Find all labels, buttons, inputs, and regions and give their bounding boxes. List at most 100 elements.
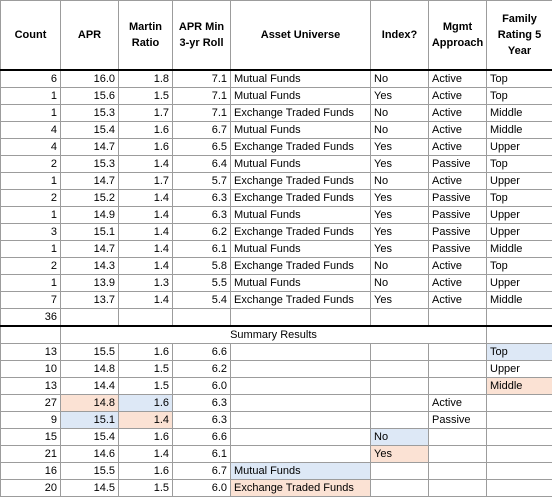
apr-cell: 15.5 [60, 462, 119, 480]
apr-cell: 13.9 [60, 274, 119, 292]
apr-min-roll-cell: 6.3 [172, 394, 231, 412]
apr-min-roll-cell: 5.8 [172, 257, 231, 275]
apr-cell: 14.6 [60, 445, 119, 463]
header-asset-universe: Asset Universe [230, 0, 371, 71]
apr-min-roll-cell: 6.6 [172, 428, 231, 446]
index-cell: Yes [370, 223, 429, 241]
martin-ratio-cell: 1.5 [118, 87, 173, 105]
summary-title: Summary Results [60, 325, 487, 344]
apr-cell: 15.5 [60, 343, 119, 361]
family-rating-cell: Middle [486, 291, 552, 309]
mgmt-approach-cell: Active [428, 69, 487, 88]
apr-cell: 13.7 [60, 291, 119, 309]
martin-ratio-cell: 1.6 [118, 428, 173, 446]
count-cell: 3 [0, 223, 61, 241]
asset-universe-cell: Mutual Funds [230, 206, 371, 224]
count-cell: 21 [0, 445, 61, 463]
apr-min-roll-cell: 6.6 [172, 343, 231, 361]
apr-cell: 15.6 [60, 87, 119, 105]
family-rating-cell: Top [486, 87, 552, 105]
index-cell: Yes [370, 445, 429, 463]
count-cell: 27 [0, 394, 61, 412]
asset-universe-cell [230, 343, 371, 361]
apr-min-roll-cell: 7.1 [172, 69, 231, 88]
family-rating-cell: Top [486, 69, 552, 88]
mgmt-approach-cell: Active [428, 257, 487, 275]
asset-universe-cell: Exchange Traded Funds [230, 172, 371, 190]
index-cell [370, 377, 429, 395]
apr-min-roll-cell: 5.7 [172, 172, 231, 190]
count-cell: 20 [0, 479, 61, 497]
mgmt-approach-cell [428, 377, 487, 395]
asset-universe-cell: Mutual Funds [230, 274, 371, 292]
index-cell [370, 411, 429, 429]
apr-min-roll-cell: 6.0 [172, 377, 231, 395]
apr-min-roll-cell: 5.4 [172, 291, 231, 309]
asset-universe-cell: Exchange Traded Funds [230, 223, 371, 241]
asset-universe-cell [230, 394, 371, 412]
apr-cell: 14.3 [60, 257, 119, 275]
asset-universe-cell: Mutual Funds [230, 69, 371, 88]
apr-cell: 15.4 [60, 428, 119, 446]
index-cell [370, 360, 429, 378]
apr-min-roll-cell: 5.5 [172, 274, 231, 292]
apr-cell: 15.2 [60, 189, 119, 207]
mgmt-approach-cell: Passive [428, 240, 487, 258]
martin-ratio-cell: 1.4 [118, 291, 173, 309]
family-rating-cell: Top [486, 257, 552, 275]
index-cell: Yes [370, 206, 429, 224]
asset-universe-cell [230, 428, 371, 446]
count-cell: 4 [0, 138, 61, 156]
count-cell: 13 [0, 377, 61, 395]
count-cell: 15 [0, 428, 61, 446]
count-cell: 7 [0, 291, 61, 309]
header-index: Index? [370, 0, 429, 71]
count-cell: 6 [0, 69, 61, 88]
index-cell [370, 479, 429, 497]
count-cell: 4 [0, 121, 61, 139]
mgmt-approach-cell: Passive [428, 155, 487, 173]
asset-universe-cell: Exchange Traded Funds [230, 291, 371, 309]
martin-ratio-cell: 1.6 [118, 462, 173, 480]
family-rating-cell: Middle [486, 121, 552, 139]
apr-cell: 14.4 [60, 377, 119, 395]
apr-cell: 16.0 [60, 69, 119, 88]
family-rating-cell: Upper [486, 138, 552, 156]
index-cell: Yes [370, 240, 429, 258]
martin-ratio-cell: 1.8 [118, 69, 173, 88]
asset-universe-cell: Exchange Traded Funds [230, 104, 371, 122]
family-rating-cell: Top [486, 155, 552, 173]
family-rating-cell: Middle [486, 104, 552, 122]
count-cell: 1 [0, 104, 61, 122]
mgmt-approach-cell: Passive [428, 206, 487, 224]
family-rating-cell: Upper [486, 274, 552, 292]
index-cell: Yes [370, 138, 429, 156]
asset-universe-cell: Mutual Funds [230, 462, 371, 480]
asset-universe-cell: Mutual Funds [230, 87, 371, 105]
martin-ratio-cell: 1.7 [118, 172, 173, 190]
asset-universe-cell: Mutual Funds [230, 240, 371, 258]
total-count: 36 [0, 308, 61, 327]
apr-min-roll-cell: 6.1 [172, 240, 231, 258]
index-cell [370, 343, 429, 361]
summary-title-row: Summary Results [0, 325, 552, 344]
mgmt-approach-cell: Active [428, 121, 487, 139]
apr-min-roll-cell: 6.2 [172, 223, 231, 241]
asset-universe-cell: Exchange Traded Funds [230, 257, 371, 275]
family-rating-cell [486, 479, 552, 497]
apr-min-roll-cell: 6.2 [172, 360, 231, 378]
martin-ratio-cell: 1.6 [118, 394, 173, 412]
index-cell: No [370, 428, 429, 446]
mgmt-approach-cell: Active [428, 394, 487, 412]
index-cell: No [370, 257, 429, 275]
martin-ratio-cell: 1.4 [118, 445, 173, 463]
martin-ratio-cell: 1.6 [118, 121, 173, 139]
